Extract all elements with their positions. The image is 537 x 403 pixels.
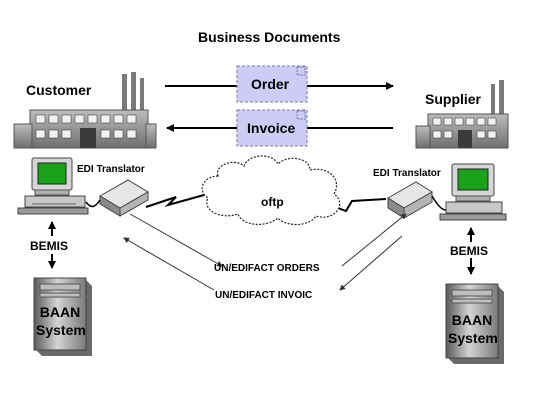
supplier-edi-translator-icon xyxy=(387,181,433,219)
customer-factory-icon xyxy=(13,72,157,149)
supplier-baan-system-label: BAAN System xyxy=(448,311,498,347)
invoice-document-icon xyxy=(236,109,308,147)
supplier-baan-line2: System xyxy=(448,330,498,346)
supplier-bemis-label: BEMIS xyxy=(450,244,489,258)
oftp-label: oftp xyxy=(261,195,284,209)
page-title: Business Documents xyxy=(198,29,341,45)
supplier-computer-icon xyxy=(439,163,507,221)
supplier-edi-translator-label: EDI Translator xyxy=(373,168,441,179)
supplier-label: Supplier xyxy=(425,91,482,107)
customer-edi-translator-label: EDI Translator xyxy=(77,164,145,175)
customer-label: Customer xyxy=(26,82,92,98)
edifact-invoic-label: UN/EDIFACT INVOIC xyxy=(215,290,313,301)
customer-edi-translator-icon xyxy=(99,179,149,217)
supplier-baan-server-icon xyxy=(445,283,504,364)
order-label: Order xyxy=(251,76,290,92)
customer-baan-system-label: BAAN System xyxy=(36,303,86,339)
supplier-factory-icon xyxy=(415,80,509,149)
customer-computer-icon xyxy=(17,157,89,215)
customer-baan-line2: System xyxy=(36,322,86,338)
customer-baan-server-icon xyxy=(33,277,92,356)
customer-baan-line1: BAAN xyxy=(39,304,81,320)
order-document-icon xyxy=(236,65,308,103)
oftp-cloud-icon xyxy=(201,155,341,226)
invoice-label: Invoice xyxy=(247,120,296,136)
supplier-baan-line1: BAAN xyxy=(451,312,493,328)
edifact-orders-label: UN/EDIFACT ORDERS xyxy=(214,263,320,274)
customer-bemis-label: BEMIS xyxy=(30,239,69,253)
left-network-link xyxy=(145,194,205,208)
